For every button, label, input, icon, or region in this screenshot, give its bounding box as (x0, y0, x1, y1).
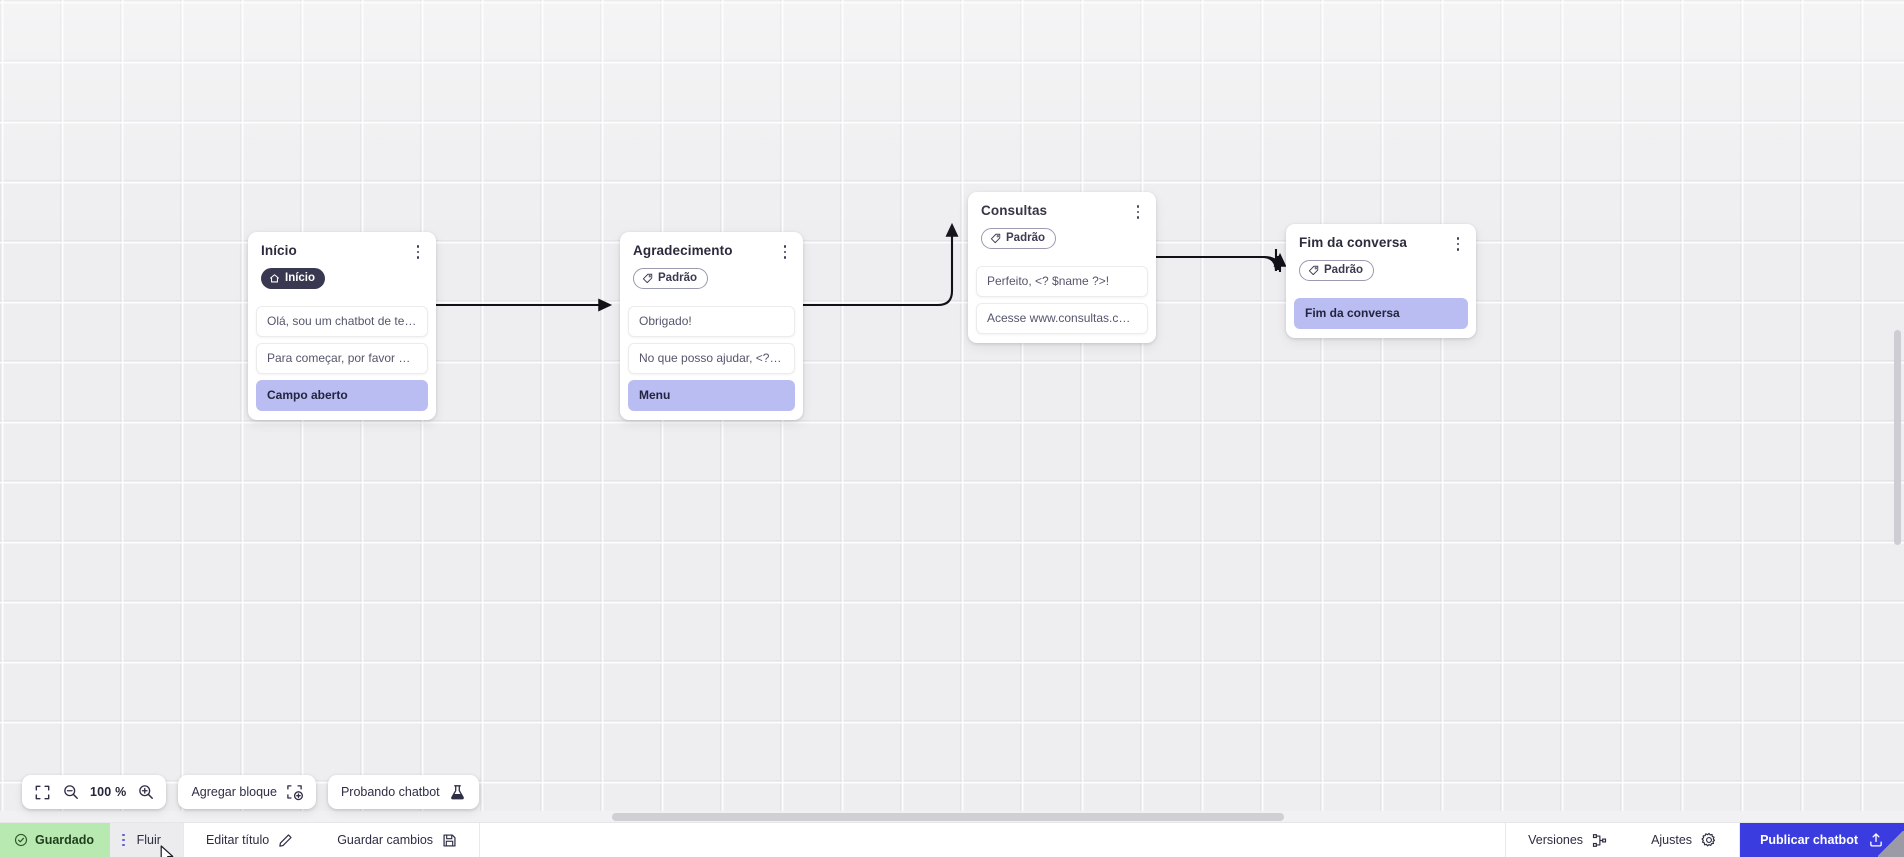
node-badge-row: Padrão (1299, 260, 1463, 281)
node-title: Início (261, 243, 297, 258)
edge-consultas-fim-arrow (1267, 252, 1287, 273)
zoom-controls-group: 100 % (22, 775, 167, 809)
saved-status-badge: Guardado (0, 823, 111, 857)
save-changes-button[interactable]: Guardar cambios (315, 823, 481, 857)
tag-icon (642, 273, 653, 284)
node-header: Fim da conversa Padrão (1286, 224, 1476, 292)
node-row-accent[interactable]: Fim da conversa (1294, 298, 1468, 329)
versions-label: Versiones (1528, 833, 1584, 847)
bottom-status-bar: Guardado Fluir Editar título Guardar cam… (0, 822, 1904, 857)
node-row[interactable]: Obrigado! (628, 306, 795, 337)
zoom-level-value: 100 % (90, 785, 127, 799)
canvas-toolbar: 100 % Agregar bloque (22, 775, 479, 809)
node-menu-kebab-icon[interactable] (1129, 201, 1147, 223)
check-circle-icon (14, 833, 28, 847)
edge-agradecimento-consultas (803, 222, 959, 307)
canvas-vertical-scrollbar[interactable] (1894, 330, 1901, 545)
node-badge-padrao[interactable]: Padrão (1299, 260, 1374, 281)
node-row[interactable]: Acesse www.consultas.com par... (976, 303, 1148, 334)
test-chatbot-button[interactable]: Probando chatbot (341, 784, 466, 801)
node-menu-kebab-icon[interactable] (776, 241, 794, 263)
zoom-out-icon[interactable] (62, 784, 79, 801)
node-rows: Olá, sou um chatbot de teste! Para começ… (248, 306, 436, 420)
test-chatbot-group: Probando chatbot (327, 775, 479, 809)
branch-icon (1592, 833, 1607, 847)
fit-screen-icon[interactable] (34, 784, 51, 801)
flow-node-consultas[interactable]: Consultas Padrão Perfeito, <? $name ?>! (968, 192, 1156, 343)
node-badge-row: Padrão (981, 228, 1143, 249)
edit-title-label: Editar título (205, 833, 270, 847)
save-changes-label: Guardar cambios (337, 833, 434, 847)
flask-icon (450, 784, 464, 799)
edge-consultas-fim (1152, 249, 1278, 272)
node-row[interactable]: Para começar, por favor digite o ... (256, 343, 428, 374)
saved-label: Guardado (35, 833, 95, 847)
add-block-label: Agregar bloque (191, 785, 277, 799)
node-badge-label: Padrão (1324, 263, 1363, 276)
bottom-bar-right: Versiones Ajustes Publicar chatbot (1505, 823, 1904, 857)
node-badge-padrao[interactable]: Padrão (633, 268, 708, 289)
drag-dots-icon[interactable] (122, 833, 125, 847)
node-title: Fim da conversa (1299, 235, 1408, 250)
versions-button[interactable]: Versiones (1505, 823, 1629, 857)
pencil-icon (279, 833, 292, 847)
node-header: Início Início (248, 232, 436, 300)
canvas-horizontal-scrollbar-track[interactable] (0, 811, 1904, 822)
settings-label: Ajustes (1651, 833, 1693, 847)
node-header: Agradecimento Padrão (620, 232, 803, 300)
zoom-in-icon[interactable] (137, 784, 154, 801)
tag-icon (990, 233, 1001, 244)
node-rows: Perfeito, <? $name ?>! Acesse www.consul… (968, 266, 1156, 343)
node-row-accent[interactable]: Campo aberto (256, 380, 428, 411)
node-rows: Fim da conversa (1286, 298, 1476, 338)
flow-node-fim-da-conversa[interactable]: Fim da conversa Padrão Fim da conversa (1286, 224, 1476, 338)
tab-fluir[interactable]: Fluir (110, 823, 183, 857)
settings-button[interactable]: Ajustes (1629, 823, 1741, 857)
node-badge-label: Início (285, 271, 316, 284)
node-title: Agradecimento (633, 243, 733, 258)
home-icon (269, 274, 280, 283)
node-menu-kebab-icon[interactable] (409, 241, 427, 263)
publish-chatbot-button[interactable]: Publicar chatbot (1740, 823, 1904, 857)
node-badge-padrao[interactable]: Padrão (981, 228, 1056, 249)
save-disk-icon (443, 833, 456, 847)
node-badge-label: Padrão (658, 271, 697, 284)
bottom-bar-left: Guardado Fluir Editar título Guardar cam… (0, 823, 481, 857)
edit-title-button[interactable]: Editar título (182, 823, 315, 857)
test-chatbot-label: Probando chatbot (340, 785, 440, 799)
node-row[interactable]: Perfeito, <? $name ?>! (976, 266, 1148, 297)
node-badge-row: Padrão (633, 268, 790, 289)
node-title: Consultas (981, 203, 1048, 218)
flow-node-agradecimento[interactable]: Agradecimento Padrão Obrigado! No (620, 232, 803, 420)
edge-consultas-fim-tail (1152, 255, 1280, 271)
gear-icon (1701, 832, 1716, 847)
node-row[interactable]: No que posso ajudar, <? $name ... (628, 343, 795, 374)
node-header: Consultas Padrão (968, 192, 1156, 260)
upload-icon (1870, 833, 1882, 847)
add-block-button[interactable]: Agregar bloque (191, 784, 303, 801)
node-menu-kebab-icon[interactable] (1449, 233, 1467, 255)
publish-chatbot-label: Publicar chatbot (1760, 833, 1858, 847)
canvas-horizontal-scrollbar-thumb[interactable] (612, 813, 1284, 821)
node-badge-label: Padrão (1006, 231, 1045, 244)
flow-canvas[interactable]: Início Início Olá, sou um chatbot de tes… (0, 0, 1904, 822)
node-row-accent[interactable]: Menu (628, 380, 795, 411)
node-badge-inicio[interactable]: Início (261, 268, 326, 289)
node-badge-row: Início (261, 268, 423, 289)
add-block-icon (287, 784, 303, 800)
tag-icon (1308, 265, 1319, 276)
add-block-group: Agregar bloque (178, 775, 316, 809)
node-rows: Obrigado! No que posso ajudar, <? $name … (620, 306, 803, 420)
node-row[interactable]: Olá, sou um chatbot de teste! (256, 306, 428, 337)
flow-node-inicio[interactable]: Início Início Olá, sou um chatbot de tes… (248, 232, 436, 420)
tab-fluir-label: Fluir (136, 833, 161, 847)
